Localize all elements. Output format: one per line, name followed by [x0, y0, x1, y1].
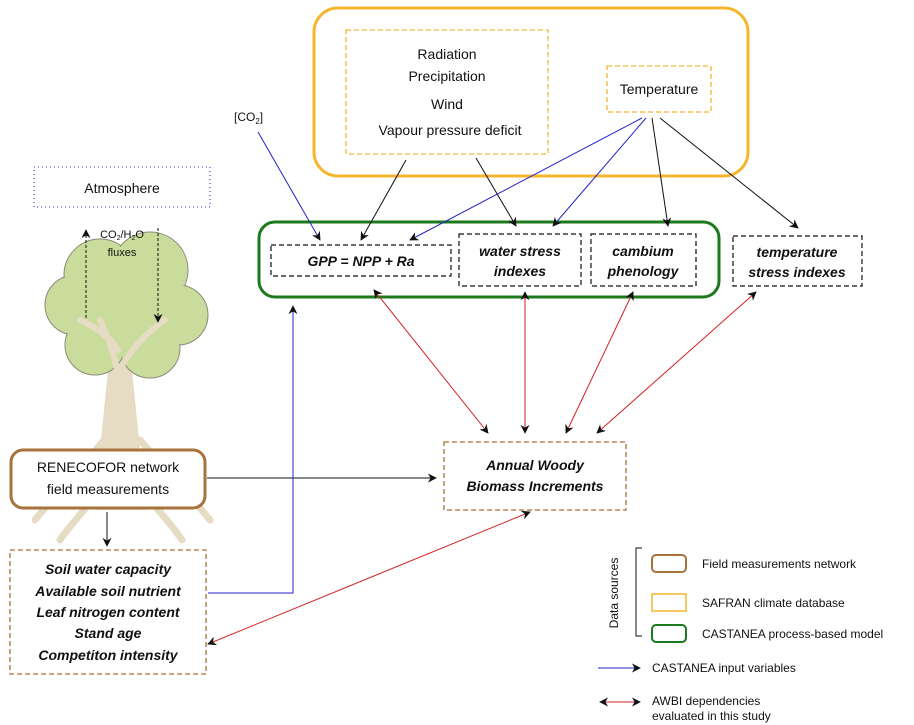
legend-castanea-swatch [651, 624, 687, 643]
awbi-line1: Annual Woody [485, 457, 585, 473]
climate-vpd: Vapour pressure deficit [379, 122, 522, 138]
temperature-label: Temperature [620, 81, 699, 97]
gpp-label: GPP = NPP + Ra [307, 253, 414, 269]
temperature-stress-line1: temperature [757, 244, 838, 260]
leaf-nitrogen-content: Leaf nitrogen content [36, 604, 180, 620]
atmosphere-label: Atmosphere [84, 180, 160, 196]
arrow-climate-to-water-stress [475, 157, 517, 227]
water-stress-line2: indexes [494, 263, 546, 279]
legend-safran-label: SAFRAN climate database [702, 596, 845, 610]
legend-dependency-line2: evaluated in this study [652, 709, 771, 723]
climate-precipitation: Precipitation [408, 68, 485, 84]
legend-castanea-label: CASTANEA process-based model [702, 627, 883, 641]
awbi-line2: Biomass Increments [467, 478, 604, 494]
arrow-temperature-to-temp-stress [659, 117, 799, 229]
arrow-climate-to-gpp [360, 159, 407, 241]
arrow-temperature-to-gpp [409, 117, 643, 241]
legend-field-label: Field measurements network [702, 557, 857, 571]
legend-dependency-line1: AWBI dependencies [652, 694, 760, 708]
arrow-co2-to-gpp [257, 131, 321, 241]
available-soil-nutrient: Available soil nutrient [34, 583, 182, 599]
legend-input-label: CASTANEA input variables [652, 661, 796, 675]
cambium-box [590, 233, 697, 287]
dep-temp-stress-awbi [596, 291, 757, 434]
dep-cambium-awbi [565, 291, 634, 434]
arrow-temperature-to-water-stress [552, 117, 647, 227]
renecofor-box [9, 448, 207, 510]
arrow-temperature-to-cambium [651, 117, 672, 227]
awbi-box [443, 441, 627, 511]
temperature-box [606, 65, 712, 113]
climate-wind: Wind [431, 96, 463, 112]
competition-intensity: Competiton intensity [38, 647, 178, 663]
dep-site-awbi [207, 510, 531, 646]
atmosphere-box [33, 166, 211, 208]
arrow-site-to-gpp [208, 305, 298, 594]
temperature-stress-box [732, 235, 863, 287]
legend-safran-swatch [651, 593, 687, 612]
legend: Data sources Field measurements network … [598, 547, 883, 723]
gpp-box [270, 244, 452, 277]
tree-illustration [31, 231, 214, 544]
cambium-line1: cambium [612, 243, 673, 259]
co2-input-label: [CO2] [234, 110, 263, 126]
legend-data-sources-label: Data sources [607, 558, 621, 629]
site-variables-box [9, 549, 207, 675]
fluxes-label: fluxes [108, 247, 137, 259]
renecofor-line1: RENECOFOR network [37, 459, 180, 475]
cambium-line2: phenology [607, 263, 680, 279]
renecofor-line2: field measurements [47, 481, 169, 497]
water-stress-line1: water stress [479, 243, 561, 259]
climate-radiation: Radiation [417, 46, 476, 62]
dep-gpp-awbi [373, 289, 489, 434]
stand-age: Stand age [75, 625, 142, 641]
legend-bracket [635, 547, 642, 637]
fluxes-formula: CO2/H2O [100, 229, 144, 242]
climate-variables-box [345, 29, 549, 155]
legend-field-swatch [651, 554, 687, 573]
temperature-stress-line2: stress indexes [748, 264, 845, 280]
soil-water-capacity: Soil water capacity [45, 561, 172, 577]
castanea-model-group [257, 220, 721, 299]
water-stress-box [458, 233, 582, 287]
